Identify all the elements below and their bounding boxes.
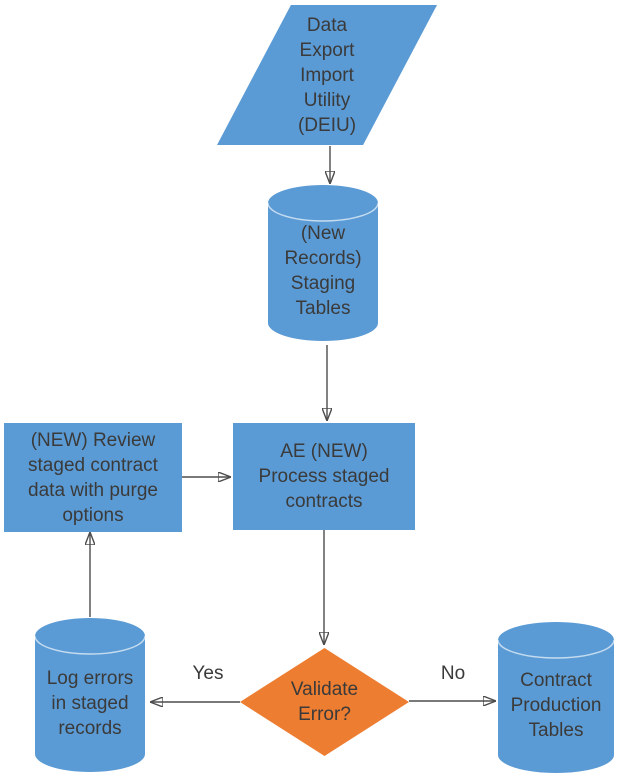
node-validate-error-label: Validate Error? — [290, 679, 359, 725]
node-production-tables-label: Contract Production Tables — [510, 670, 602, 741]
node-deiu-label: Data Export Import Utility (DEIU) — [297, 14, 357, 136]
node-staging-tables: (New Records) Staging Tables — [268, 185, 378, 341]
edge-label-yes: Yes — [192, 663, 224, 684]
node-production-tables: Contract Production Tables — [498, 622, 614, 773]
node-deiu: Data Export Import Utility (DEIU) — [217, 5, 437, 145]
node-log-errors-label: Log errors in staged records — [46, 667, 134, 739]
edge-label-no: No — [440, 663, 466, 684]
cylinder-shape — [498, 622, 614, 773]
node-validate-error: Validate Error? — [240, 648, 409, 756]
cylinder-shape — [268, 185, 378, 341]
node-review-staged: (NEW) Review staged contract data with p… — [4, 423, 182, 532]
node-review-staged-label: (NEW) Review staged contract data with p… — [28, 429, 158, 526]
node-ae-process-label: AE (NEW) Process staged contracts — [258, 441, 390, 512]
node-ae-process: AE (NEW) Process staged contracts — [233, 423, 415, 530]
node-staging-tables-label: (New Records) Staging Tables — [284, 223, 362, 319]
cylinder-shape — [35, 618, 145, 772]
node-log-errors: Log errors in staged records — [35, 618, 145, 772]
